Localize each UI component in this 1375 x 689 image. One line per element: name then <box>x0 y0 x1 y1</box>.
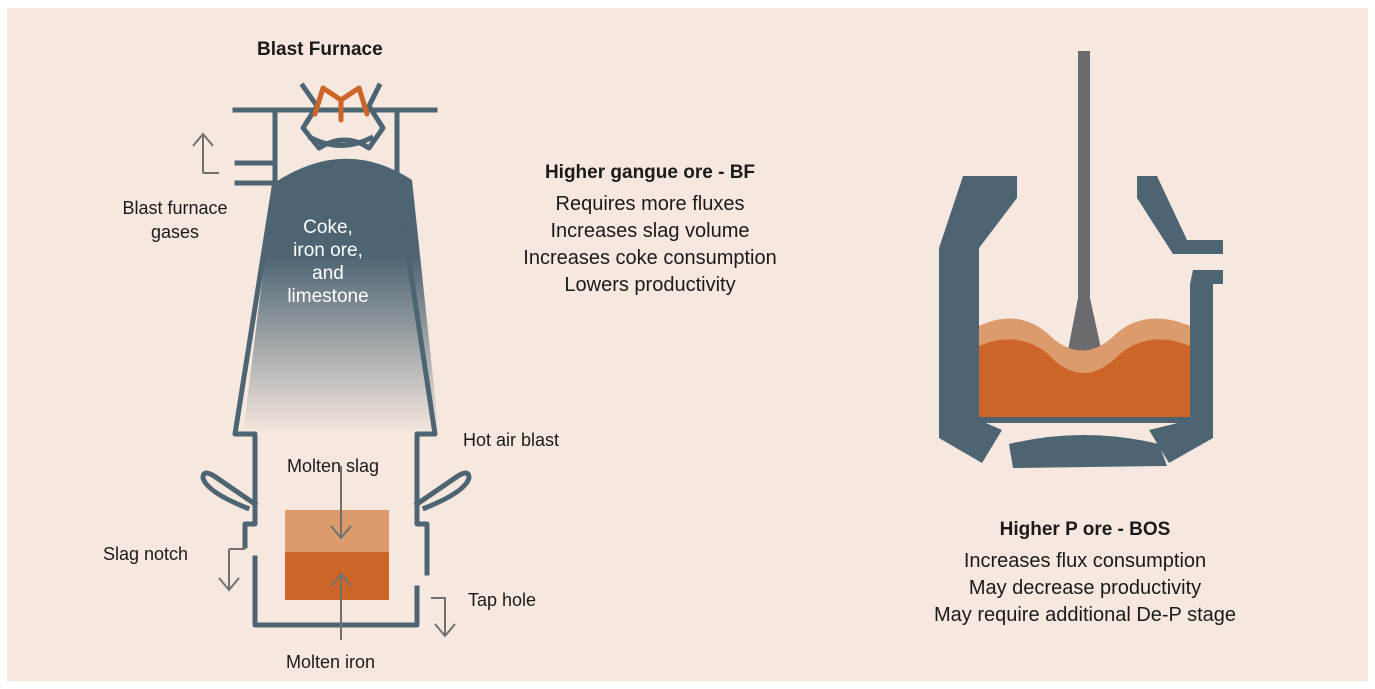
gas-offtake <box>234 160 278 186</box>
tuyere-left <box>200 470 259 512</box>
bf-effects: Higher gangue ore - BF Requires more flu… <box>485 161 815 299</box>
molten-iron-label: Molten iron <box>286 652 376 672</box>
bf-effects-heading: Higher gangue ore - BF <box>544 162 756 183</box>
furnace-shaft-left <box>232 107 278 499</box>
converter-right-wall <box>1137 176 1223 254</box>
tap-hole-label: Tap hole <box>468 590 537 610</box>
charging-distributor <box>312 85 370 123</box>
bos-effect-line: May require additional De-P stage <box>933 604 1237 626</box>
slag-notch-arrow <box>218 548 245 592</box>
slag-notch-label: Slag notch <box>103 544 189 564</box>
diagram-canvas: Blast Furnace Coke, iron ore, and limest… <box>7 8 1368 681</box>
bf-effect-line: Requires more fluxes <box>555 193 745 215</box>
bos-iron-bath <box>979 339 1190 420</box>
bos-converter <box>939 51 1223 468</box>
iron-arrow <box>330 572 352 640</box>
bf-effect-line: Lowers productivity <box>564 274 736 296</box>
hot-air-blast-label: Hot air blast <box>463 430 560 450</box>
molten-slag-label: Molten slag <box>287 456 380 476</box>
bos-effect-line: May decrease productivity <box>968 577 1202 599</box>
bell-cup <box>307 134 375 148</box>
tap-hole-arrow <box>431 597 456 638</box>
bf-effect-line: Increases slag volume <box>550 220 750 242</box>
hearth <box>242 493 430 628</box>
blast-furnace-title: Blast Furnace <box>257 39 383 60</box>
furnace-shaft-right <box>394 107 438 499</box>
furnace-diagram <box>192 51 1223 640</box>
molten-iron-layer <box>285 552 389 600</box>
burden-line: and <box>312 263 344 284</box>
bf-effect-line: Increases coke consumption <box>523 247 777 269</box>
gases-label: Blast furnace gases <box>110 196 240 244</box>
bos-effects: Higher P ore - BOS Increases flux consum… <box>900 518 1270 629</box>
burden-line: iron ore, <box>293 240 363 261</box>
slag-arrow <box>330 466 352 540</box>
oxygen-lance <box>1078 51 1090 301</box>
burden-column <box>243 158 439 434</box>
burden-line: Coke, <box>303 217 353 238</box>
bos-effect-line: Increases flux consumption <box>963 550 1207 572</box>
burden-line: limestone <box>287 286 369 307</box>
converter-bottom <box>1009 435 1167 468</box>
gases-label-line: gases <box>150 222 200 242</box>
bos-effects-heading: Higher P ore - BOS <box>999 519 1171 540</box>
burden-label: Coke, iron ore, and limestone <box>273 216 383 308</box>
converter-left-wall <box>939 176 1017 463</box>
gases-label-line: Blast furnace <box>122 198 228 218</box>
tuyere-right <box>413 470 472 512</box>
flow-arrows <box>192 132 456 640</box>
gas-arrow <box>192 132 219 174</box>
blast-furnace <box>192 82 472 640</box>
converter-right-lower <box>1149 270 1223 463</box>
molten-slag-layer <box>285 510 389 552</box>
